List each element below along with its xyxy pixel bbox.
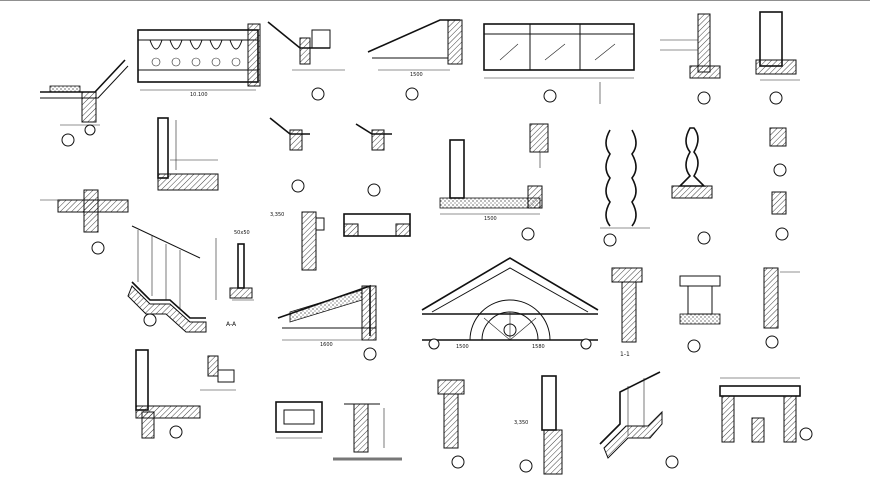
detail-parapet-1 — [267, 21, 345, 101]
dim-balustrade: 1500 — [484, 216, 497, 222]
detail-beam-cross — [40, 189, 129, 255]
dim-railing: 10.100 — [190, 92, 208, 98]
dim-pediment-left: 1500 — [456, 344, 469, 350]
detail-small-sections — [769, 127, 789, 241]
detail-canopy-1: 1500 — [367, 19, 463, 101]
dim-wall-2: 3,350 — [514, 420, 528, 426]
detail-lintel — [343, 213, 411, 237]
detail-stair-section — [599, 371, 679, 469]
detail-wall-section-4 — [437, 379, 465, 469]
dim-pediment-right: 1580 — [532, 344, 545, 350]
detail-railing-elevation: 10.100 — [137, 23, 261, 98]
detail-stair-railing: 50x50 A-A — [127, 225, 250, 333]
detail-roof-slope: 1600 — [277, 284, 377, 361]
detail-pediment-elevation: 1500 1580 — [421, 257, 599, 350]
detail-window-elevation — [483, 23, 635, 104]
detail-column-profile — [600, 129, 650, 247]
detail-tile-box — [275, 401, 323, 439]
dim-wall: 3,350 — [270, 212, 284, 218]
detail-handrail-post — [229, 243, 254, 301]
detail-wall-section-2: 1-1 — [611, 267, 643, 358]
detail-small-bracket — [200, 355, 236, 391]
dim-canopy: 1500 — [410, 72, 423, 78]
detail-wall-cap-2 — [755, 11, 800, 105]
section-mark-11: 1-1 — [620, 351, 630, 358]
detail-eave-slope — [40, 59, 129, 147]
detail-column-sketch — [529, 123, 549, 168]
detail-parapet-3 — [355, 123, 392, 197]
detail-parapet-2 — [269, 117, 310, 193]
detail-column-base — [679, 275, 721, 353]
detail-wall-section-5: 3,350 — [514, 375, 563, 475]
detail-column-footing — [157, 117, 219, 191]
section-mark-aa: A-A — [226, 321, 237, 328]
detail-balustrade-section: 1500 — [439, 139, 543, 241]
detail-column-wall — [135, 349, 201, 439]
detail-tee-section — [344, 403, 385, 453]
detail-wall-cap-1 — [660, 13, 721, 105]
detail-wall-section-3 — [763, 267, 800, 349]
detail-gate-elevation — [719, 377, 813, 443]
detail-wall-section-1: 3,350 — [270, 211, 325, 271]
dim-rail: 50x50 — [234, 230, 250, 236]
detail-column-elevation-2 — [671, 127, 713, 245]
dim-roof: 1600 — [320, 342, 333, 348]
